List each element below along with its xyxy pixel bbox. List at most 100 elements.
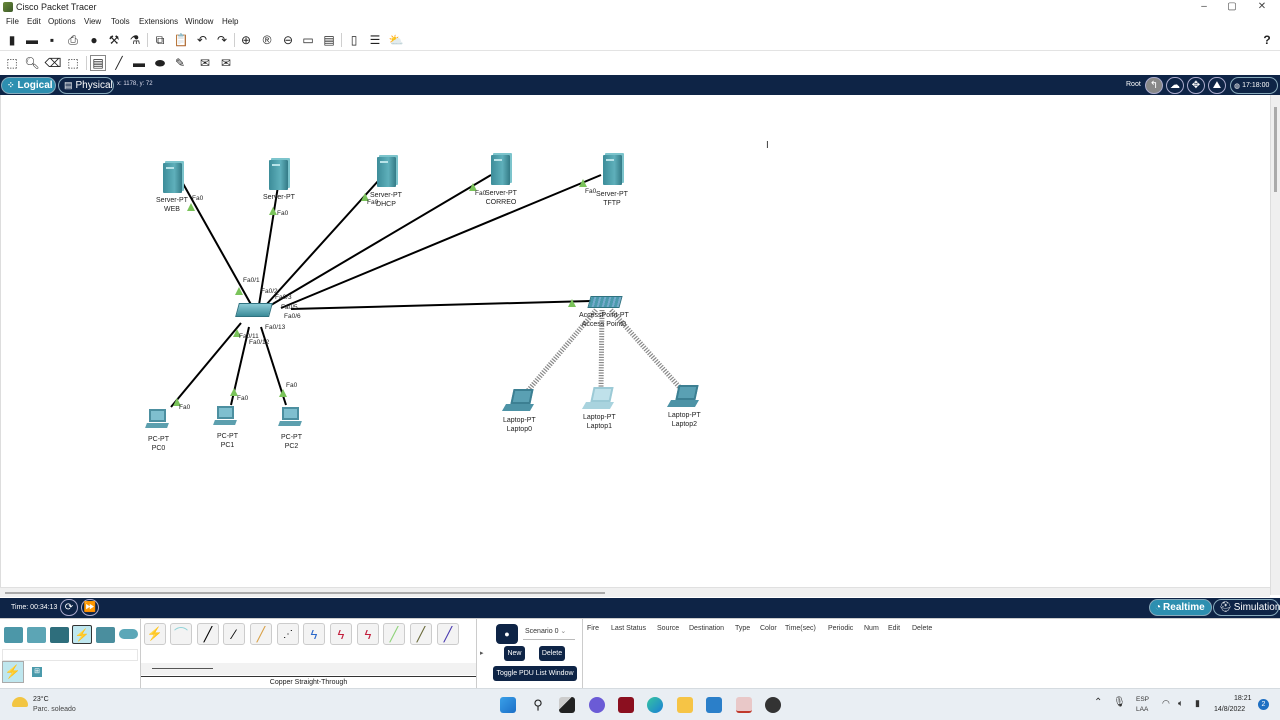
set-background-icon[interactable]: ⛰ xyxy=(1208,77,1226,94)
save-icon[interactable]: ▪ xyxy=(49,33,55,47)
server-tftp[interactable] xyxy=(603,155,622,185)
rectangle-icon[interactable]: ▬ xyxy=(133,56,145,70)
note-icon[interactable]: ▤ xyxy=(90,55,106,71)
task-view-icon[interactable] xyxy=(559,697,575,713)
vertical-scrollbar[interactable] xyxy=(1270,95,1280,595)
delete-scenario-button[interactable]: Delete xyxy=(539,646,565,661)
undo-icon[interactable]: ↶ xyxy=(196,33,208,47)
resize-icon[interactable]: ⬚ xyxy=(67,56,79,70)
server-web[interactable] xyxy=(163,163,182,193)
tray-chevron-icon[interactable]: ⌃ xyxy=(1094,697,1103,708)
redo-icon[interactable]: ↷ xyxy=(216,33,228,47)
start-icon[interactable] xyxy=(500,697,516,713)
pc1[interactable] xyxy=(213,406,237,426)
language-top[interactable]: ESP xyxy=(1136,696,1150,703)
miscellaneous-icon[interactable] xyxy=(96,627,115,643)
minimize-button[interactable]: – xyxy=(1201,1,1207,12)
copper-cross-icon[interactable]: ⁄ xyxy=(223,623,245,645)
multiuser-icon[interactable] xyxy=(119,629,138,639)
octal-cable-icon[interactable]: ╱ xyxy=(383,623,405,645)
zoom-out-icon[interactable]: ⊖ xyxy=(282,33,294,47)
structured-cabling-icon[interactable]: ⊞ xyxy=(32,667,42,677)
delete-icon[interactable]: ⌫ xyxy=(44,56,62,70)
inspect-icon[interactable]: 🔍︎ xyxy=(24,56,40,70)
volume-icon[interactable]: 🔈︎ xyxy=(1178,698,1184,708)
category-search[interactable] xyxy=(2,649,138,661)
new-scenario-button[interactable]: New xyxy=(504,646,525,661)
zoom-in-icon[interactable]: ⊕ xyxy=(240,33,252,47)
mail-icon[interactable] xyxy=(706,697,722,713)
file-explorer-icon[interactable] xyxy=(677,697,693,713)
scenario-select[interactable]: Scenario 0 ⌄ xyxy=(523,627,575,640)
fiber-cable-icon[interactable]: ╱ xyxy=(250,623,272,645)
ellipse-icon[interactable]: ⬬ xyxy=(154,55,166,70)
connections-icon[interactable]: ⚡ xyxy=(72,625,92,644)
view-cluster-icon[interactable]: ☰ xyxy=(369,33,381,47)
info-icon[interactable]: ● xyxy=(90,33,98,47)
back-icon[interactable]: ↰ xyxy=(1145,77,1163,94)
view-image-icon[interactable]: ⛅ xyxy=(388,33,404,47)
app-red-icon[interactable] xyxy=(618,697,634,713)
toggle-pdu-list-button[interactable]: Toggle PDU List Window xyxy=(493,666,577,681)
horizontal-scrollbar[interactable] xyxy=(0,587,1270,597)
menu-tools[interactable]: Tools xyxy=(111,17,130,26)
serial-dce-icon[interactable]: ϟ xyxy=(330,623,352,645)
expand-arrow-icon[interactable]: ▸ xyxy=(480,650,484,657)
language-bottom[interactable]: LAA xyxy=(1136,706,1149,713)
menu-edit[interactable]: Edit xyxy=(27,17,41,26)
view-pdu-icon[interactable]: ▯ xyxy=(350,33,358,47)
microphone-icon[interactable]: 🎙︎ xyxy=(1113,697,1126,708)
search-icon[interactable]: ⚲ xyxy=(533,697,543,712)
battery-icon[interactable]: ▮ xyxy=(1195,698,1200,708)
menu-extensions[interactable]: Extensions xyxy=(139,17,179,26)
components-icon[interactable] xyxy=(50,627,69,643)
chat-icon[interactable] xyxy=(589,697,605,713)
complex-pdu-icon[interactable]: ✉ xyxy=(220,56,232,70)
packet-tracer-task-icon[interactable] xyxy=(736,697,752,713)
simulation-tab[interactable]: ⛑ Simulation xyxy=(1213,599,1280,616)
clock-date[interactable]: 14/8/2022 xyxy=(1214,706,1246,713)
select-icon[interactable]: ⬚ xyxy=(6,56,18,70)
edge-icon[interactable] xyxy=(647,697,663,713)
menu-window[interactable]: Window xyxy=(185,17,214,26)
root-label[interactable]: Root xyxy=(1126,81,1141,88)
network-devices-icon[interactable] xyxy=(4,627,23,643)
wifi-icon[interactable]: ◠ xyxy=(1162,698,1170,708)
server-correo[interactable] xyxy=(491,155,510,185)
weather-desc[interactable]: Parc. soleado xyxy=(33,706,76,713)
laptop1[interactable] xyxy=(581,387,615,411)
access-point[interactable] xyxy=(587,296,623,308)
fast-forward-icon[interactable]: ⏩ xyxy=(81,599,99,616)
phone-cable-icon[interactable]: ⋰ xyxy=(277,623,299,645)
switch[interactable] xyxy=(235,303,273,317)
physical-tab[interactable]: ▤ Physical xyxy=(58,77,114,94)
usb-cable-icon[interactable]: ╱ xyxy=(437,623,459,645)
close-button[interactable]: ✕ xyxy=(1257,1,1267,12)
cable-scroll-area[interactable] xyxy=(141,663,476,675)
server-dhcp[interactable] xyxy=(377,157,396,187)
pc0[interactable] xyxy=(145,409,169,429)
paste-icon[interactable]: 📋 xyxy=(173,33,189,47)
pc2[interactable] xyxy=(278,407,302,427)
maximize-button[interactable]: ▢ xyxy=(1227,1,1237,12)
activity-wizard-icon[interactable]: ⚒ xyxy=(108,33,120,47)
weather-icon[interactable] xyxy=(12,697,28,707)
automatic-cable-icon[interactable]: ⚡ xyxy=(144,623,166,645)
freeform-icon[interactable]: ✎ xyxy=(174,56,186,70)
weather-temp[interactable]: 23°C xyxy=(33,696,49,703)
custom-devices-dialog-icon[interactable]: ▤ xyxy=(323,33,335,47)
console-cable-icon[interactable]: ⌒ xyxy=(170,623,192,645)
logical-tab[interactable]: ⁘ Logical xyxy=(1,77,56,94)
new-cluster-icon[interactable]: ☁ xyxy=(1166,77,1184,94)
connections-subcategory[interactable]: ⚡ xyxy=(2,661,24,683)
menu-view[interactable]: View xyxy=(84,17,102,26)
serial-dte-icon[interactable]: ϟ xyxy=(357,623,379,645)
end-devices-icon[interactable] xyxy=(27,627,46,643)
copy-icon[interactable]: ⧉ xyxy=(155,32,165,47)
coaxial-cable-icon[interactable]: ϟ xyxy=(303,623,325,645)
menu-help[interactable]: Help xyxy=(222,17,239,26)
help-icon[interactable]: ? xyxy=(1263,33,1271,47)
menu-file[interactable]: File xyxy=(6,17,19,26)
laptop2[interactable] xyxy=(666,385,700,409)
